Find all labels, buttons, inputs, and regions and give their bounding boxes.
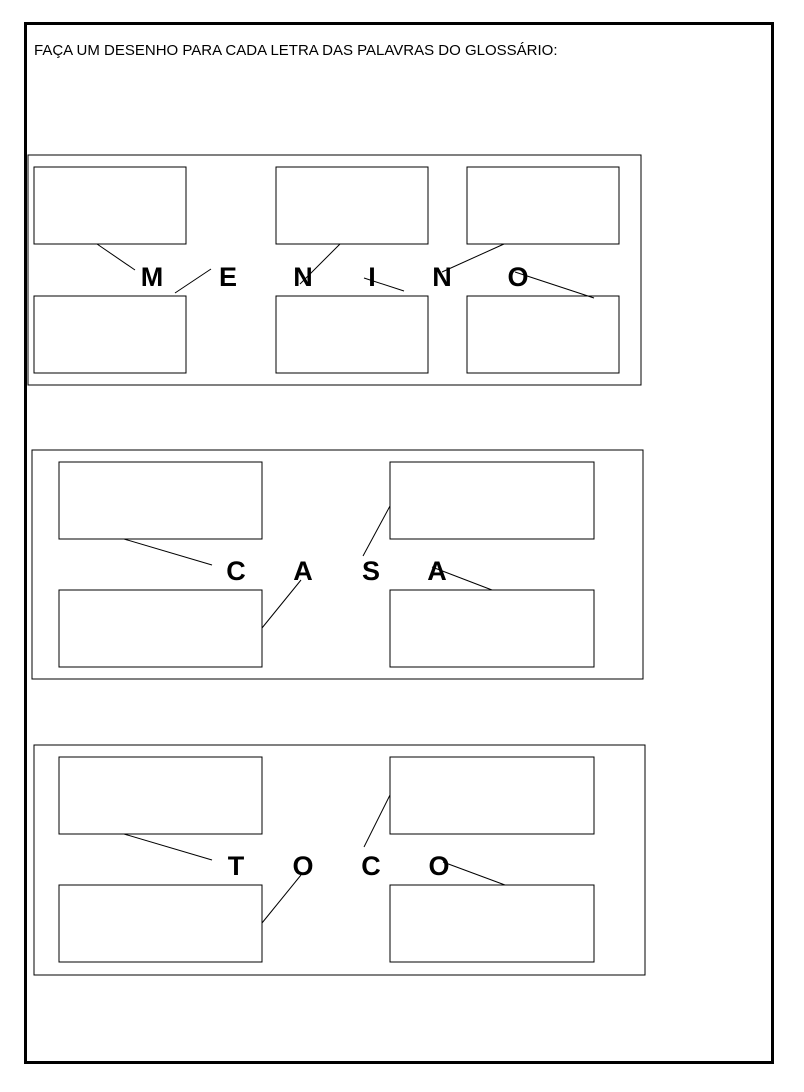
word-frame-casa	[31, 449, 644, 680]
drawing-box-o[interactable]	[466, 295, 620, 374]
connector-line	[431, 566, 493, 591]
drawing-box-a1[interactable]	[58, 589, 263, 668]
drawing-box-o2[interactable]	[389, 884, 595, 963]
word-letter: A	[427, 556, 447, 586]
connector-line	[442, 861, 506, 886]
drawing-box-t[interactable]	[58, 756, 263, 835]
word-letter: A	[293, 556, 313, 586]
connector-line	[362, 505, 391, 557]
drawing-box-n2[interactable]	[466, 166, 620, 245]
instruction-text: FAÇA UM DESENHO PARA CADA LETRA DAS PALA…	[34, 42, 558, 59]
word-group-toco: T O C O	[33, 744, 646, 976]
connector-line	[96, 243, 136, 271]
drawing-box-c[interactable]	[389, 756, 595, 835]
word-letter: O	[292, 851, 313, 881]
drawing-box-a2[interactable]	[389, 589, 595, 668]
drawing-box-n1[interactable]	[275, 166, 429, 245]
word-letter: S	[362, 556, 380, 586]
word-frame-toco	[33, 744, 646, 976]
connector-line	[123, 538, 213, 566]
connector-line	[174, 268, 212, 294]
drawing-box-s[interactable]	[389, 461, 595, 540]
drawing-box-c[interactable]	[58, 461, 263, 540]
word-letter: O	[507, 262, 528, 292]
connector-line	[123, 833, 213, 861]
connector-line	[299, 243, 341, 285]
connector-line	[261, 579, 302, 629]
connector-line	[514, 271, 595, 299]
word-frame-menino	[27, 154, 642, 386]
word-letter: E	[219, 262, 237, 292]
connector-line	[363, 794, 391, 848]
word-letter: N	[432, 262, 452, 292]
drawing-box-m[interactable]	[33, 166, 187, 245]
word-letter: N	[293, 262, 313, 292]
word-letter: O	[428, 851, 449, 881]
word-letter: C	[226, 556, 246, 586]
drawing-box-e[interactable]	[33, 295, 187, 374]
word-letter: M	[141, 262, 164, 292]
word-letter: T	[228, 851, 245, 881]
connector-line	[441, 243, 505, 273]
word-group-casa: C A S A	[31, 449, 644, 680]
connector-line	[261, 874, 302, 924]
drawing-box-o1[interactable]	[58, 884, 263, 963]
word-group-menino: M E N I N O	[27, 154, 642, 386]
word-letter: I	[368, 262, 376, 292]
drawing-box-i[interactable]	[275, 295, 429, 374]
connector-line	[363, 277, 405, 292]
word-letter: C	[361, 851, 381, 881]
